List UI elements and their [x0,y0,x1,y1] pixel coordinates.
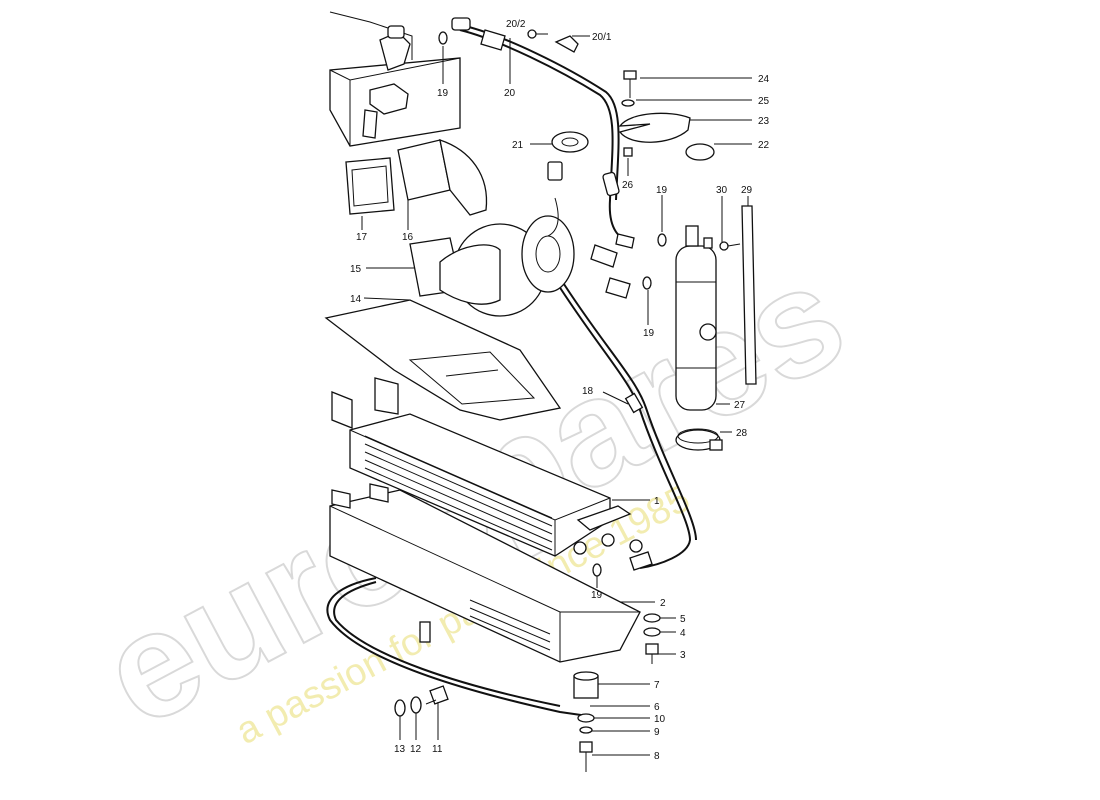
clip-26 [623,147,633,157]
washer-12 [410,696,422,714]
callout-2: 2 [660,598,666,609]
seal-ring-19 [438,31,448,45]
seal-ring-19c [642,276,652,290]
bracket-29 [741,205,757,385]
washer-5 [643,613,661,623]
callout-25: 25 [758,96,770,107]
duct-16 [397,139,488,216]
callout-5: 5 [680,614,686,625]
bolt-11 [425,685,449,705]
callout-29: 29 [741,185,753,196]
callout-8: 8 [654,751,660,762]
seal-ring-19b [657,233,667,247]
callout-11: 11 [432,744,443,755]
spacer-7 [573,671,599,699]
refrigerant-hoses [451,17,697,571]
callout-28: 28 [736,428,748,439]
callout-23: 23 [758,116,770,127]
callout-20: 20 [504,88,516,99]
callout-13: 13 [394,744,406,755]
leader-lines [361,35,752,756]
evaporator-1 [331,377,643,557]
callout-30: 30 [716,185,728,196]
screw-20-2 [527,29,548,39]
callout-17: 17 [356,232,368,243]
callout-20-2: 20/2 [506,19,526,30]
cover-14 [324,299,562,421]
washer-13 [394,699,406,717]
callout-27: 27 [734,400,746,411]
bolt-24 [623,70,637,98]
screw-30 [719,241,741,251]
callout-3: 3 [680,650,686,661]
washer-4 [643,627,661,637]
bulkhead-fragment [329,11,461,147]
callout-22: 22 [758,140,770,151]
callout-7: 7 [654,680,660,691]
washer-10 [577,713,595,723]
plate-23 [618,112,691,143]
callout-10: 10 [654,714,666,725]
washer-25 [621,99,635,107]
callout-19-right: 19 [643,328,655,339]
callout-19-top: 19 [437,88,449,99]
callout-labels: 20/2 20/1 19 20 24 25 23 21 22 26 19 30 … [350,19,770,762]
gasket-17 [345,157,395,215]
bracket-20-1 [554,35,579,53]
clamp-28 [675,428,723,451]
callout-19-mid: 19 [656,185,668,196]
callout-15: 15 [350,264,362,275]
mounting-strap [326,577,589,717]
blower-motor [439,161,575,317]
grommet-22 [685,143,715,161]
strap-clip [419,621,431,643]
grommet-21 [551,131,589,153]
callout-24: 24 [758,74,770,85]
callout-21: 21 [512,140,524,151]
callout-6: 6 [654,702,660,713]
bolt-8 [579,741,593,772]
callout-9: 9 [654,727,660,738]
callout-14: 14 [350,294,362,305]
callout-19-bottom: 19 [591,590,603,601]
seal-ring-19-lower [592,563,602,577]
bolt-3 [645,643,659,664]
callout-4: 4 [680,628,686,639]
receiver-drier-27 [675,225,717,411]
callout-18: 18 [582,386,594,397]
callout-20-1: 20/1 [592,32,612,43]
callout-1: 1 [654,496,660,507]
callout-12: 12 [410,744,422,755]
callout-16: 16 [402,232,414,243]
housing-2 [329,483,641,663]
callout-26: 26 [622,180,634,191]
washer-9 [579,726,593,734]
